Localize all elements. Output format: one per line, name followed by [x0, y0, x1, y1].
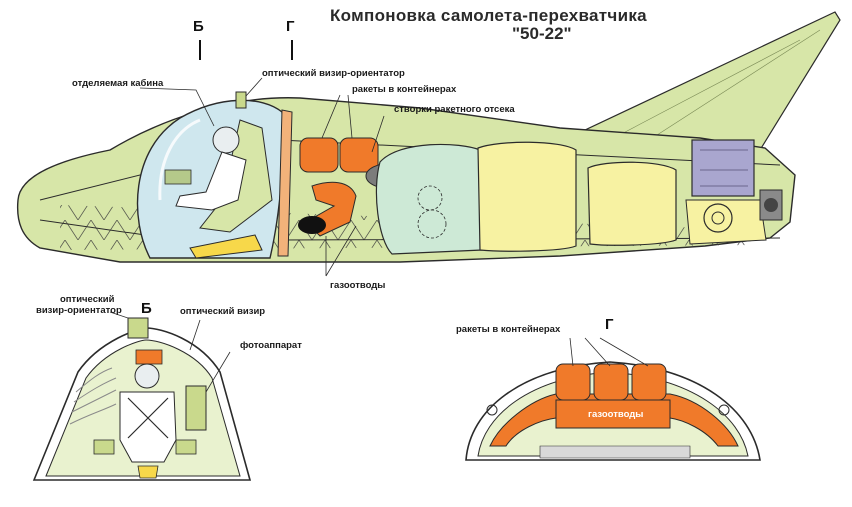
missile-container-sec-3 [631, 363, 667, 401]
section-mark-g: Г [286, 18, 295, 35]
gas-duct-outlet [298, 216, 326, 234]
diagram-title: Компоновка самолета-перехватчика [330, 6, 647, 25]
tail-fin [584, 11, 841, 151]
label-camera: фотоаппарат [240, 340, 302, 351]
cross-section-b [32, 311, 252, 481]
label-detachable-cabin: отделяемая кабина [72, 78, 164, 89]
missile-container-sec-1 [555, 363, 591, 401]
tail-wheel [703, 203, 733, 233]
missile-container-2 [339, 137, 379, 173]
fuel-tank-green [375, 143, 483, 255]
section-mark-b: Б [193, 18, 204, 35]
label-optical-line-a: оптический [60, 294, 115, 305]
section-mark-b-bottom: Б [141, 300, 152, 317]
fuel-tank-yellow-1 [477, 141, 577, 252]
engine [691, 139, 755, 197]
cross-section-g [465, 337, 761, 461]
side-view [16, 11, 841, 277]
section-mark-g-bottom: Г [605, 316, 614, 333]
label-gas-ducts: газоотводы [330, 280, 386, 291]
label-optical-line-b: визир-ориентатор [36, 305, 122, 316]
label-missiles-in-containers-2: ракеты в контейнерах [456, 324, 561, 335]
diagram-subtitle: "50-22" [512, 24, 572, 43]
nozzle [759, 189, 783, 221]
label-optical-sight: оптический визир [180, 306, 266, 317]
label-missiles-in-containers: ракеты в контейнерах [352, 84, 457, 95]
missile-container-1 [299, 137, 339, 173]
pilot-body [175, 151, 247, 211]
pilot-helmet [212, 126, 240, 154]
missile-container-sec-2 [593, 363, 629, 401]
label-gas-ducts-2: газоотводы [588, 409, 644, 420]
fuel-tank-yellow-2 [587, 161, 677, 246]
label-missile-bay-doors: створки ракетного отсека [394, 104, 515, 115]
label-optical-sight-orienter: оптический визир-ориентатор [262, 68, 405, 79]
